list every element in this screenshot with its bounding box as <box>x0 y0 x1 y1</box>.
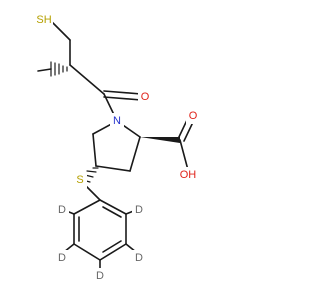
bond-ar-inner-1 <box>102 206 122 218</box>
atom-label-s-thioether: S <box>76 174 83 186</box>
atom-label-d-para: D <box>96 270 104 282</box>
atom-label-d-ortho-right: D <box>135 204 143 216</box>
bond-acid-oh <box>179 139 189 171</box>
bond-methyl-end <box>37 68 52 72</box>
bond-carbonyl-double-b <box>103 96 142 101</box>
bond-s-ch2 <box>51 21 71 41</box>
bond-c5-c4 <box>92 133 97 167</box>
atom-label-n: N <box>113 115 121 127</box>
atom-label-d-meta-left: D <box>58 252 66 264</box>
bond-hashed-wedge-methyl <box>50 61 68 77</box>
bond-ar-3 <box>99 243 127 261</box>
bond-layer <box>37 21 195 271</box>
bond-c3-c2 <box>129 136 141 172</box>
label-layer: SH N O O OH S D D D D D <box>35 12 200 284</box>
bond-c4-c3 <box>95 165 131 172</box>
atom-label-oh: OH <box>180 169 197 181</box>
bond-ar-4 <box>73 243 101 261</box>
molecular-structure-diagram: SH N O O OH S D D D D D <box>35 12 200 284</box>
bond-ar-6 <box>73 199 101 215</box>
atom-label-o-ketone: O <box>141 91 150 103</box>
bond-ar-inner-2 <box>102 240 122 253</box>
molecule-canvas: SH N O O OH S D D D D D <box>35 12 200 284</box>
atom-label-o-acid: O <box>189 110 198 122</box>
atom-label-sh: SH <box>36 14 51 26</box>
bond-carbonyl-double-a <box>103 90 142 95</box>
bond-ar-1 <box>99 199 127 215</box>
bond-chiral-carbonyl <box>69 64 105 95</box>
bond-solid-wedge-acid <box>140 137 180 143</box>
atom-label-d-ortho-left: D <box>58 204 66 216</box>
atom-label-d-meta-right: D <box>135 252 143 264</box>
